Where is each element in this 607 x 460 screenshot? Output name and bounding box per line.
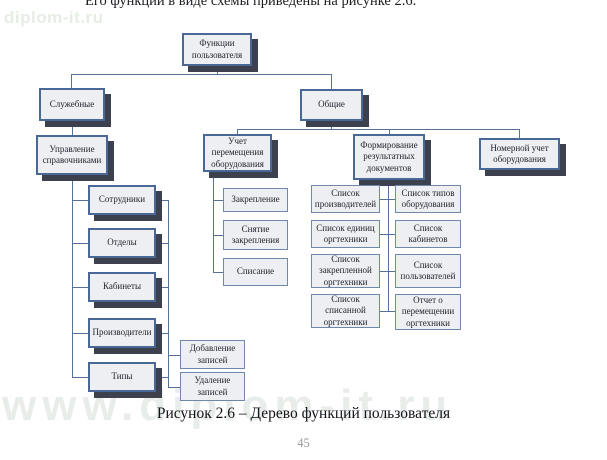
connector-line xyxy=(380,234,388,235)
node-writeoff: Списание xyxy=(223,258,288,286)
connector-line xyxy=(72,200,88,201)
connector-line xyxy=(156,243,168,244)
connector-line xyxy=(156,287,168,288)
node-result-documents-generation: Формирование результатных документов xyxy=(353,134,425,180)
connector-line xyxy=(71,74,72,88)
body-text-clipped: Его функции в виде схемы приведены на ри… xyxy=(85,0,417,9)
connector-line xyxy=(168,355,180,356)
connector-line xyxy=(213,172,214,272)
node-assigned-equipment-list: Список закрепленной оргтехники xyxy=(311,254,380,288)
connector-line xyxy=(331,74,332,89)
connector-line xyxy=(213,272,223,273)
connector-line xyxy=(237,129,519,130)
connector-line xyxy=(519,129,520,138)
node-assignment-removal: Снятие закрепления xyxy=(223,220,288,250)
node-employees: Сотрудники xyxy=(88,185,156,215)
connector-line xyxy=(217,66,218,74)
node-delete-records: Удаление записей xyxy=(180,372,245,401)
watermark-top-left: diplom-it.ru xyxy=(4,8,104,27)
node-users-list: Список пользователей xyxy=(395,254,461,288)
node-equipment-units-list: Список единиц оргтехники xyxy=(311,220,380,248)
node-user-functions: Функции пользователя xyxy=(182,33,252,66)
connector-line xyxy=(72,175,73,377)
node-departments: Отделы xyxy=(88,228,156,258)
node-service-functions: Служебные xyxy=(39,88,105,121)
node-general-functions: Общие xyxy=(300,89,363,121)
connector-line xyxy=(237,129,238,134)
connector-line xyxy=(388,180,389,311)
page-number: 45 xyxy=(297,436,310,450)
node-manufacturers: Производители xyxy=(88,318,156,348)
node-rooms-list: Список кабинетов xyxy=(395,220,461,248)
connector-line xyxy=(72,333,88,334)
connector-line xyxy=(72,243,88,244)
connector-line xyxy=(168,200,169,387)
node-types: Типы xyxy=(88,362,156,392)
connector-line xyxy=(213,235,223,236)
node-assignment: Закрепление xyxy=(223,188,288,212)
connector-line xyxy=(388,271,395,272)
connector-line xyxy=(388,199,395,200)
connector-line xyxy=(156,377,168,378)
node-directory-management: Управление справочниками xyxy=(36,135,108,175)
connector-line xyxy=(71,74,332,75)
connector-line xyxy=(380,311,388,312)
connector-line xyxy=(168,387,180,388)
node-serial-equipment-accounting: Номерной учет оборудования xyxy=(479,138,560,170)
connector-line xyxy=(380,271,388,272)
connector-line xyxy=(72,287,88,288)
connector-line xyxy=(72,377,88,378)
connector-line xyxy=(156,333,168,334)
connector-line xyxy=(72,121,73,135)
node-equipment-movement-accounting: Учет перемещения оборудования xyxy=(203,134,272,172)
connector-line xyxy=(156,200,168,201)
node-movement-report: Отчет о перемещении оргтехники xyxy=(395,294,461,330)
node-manufacturers-list: Список производителей xyxy=(311,185,380,213)
connector-line xyxy=(331,121,332,129)
node-equipment-types-list: Список типов оборудования xyxy=(395,185,461,213)
node-add-records: Добавление записей xyxy=(180,340,245,369)
node-rooms: Кабинеты xyxy=(88,272,156,302)
connector-line xyxy=(213,200,223,201)
connector-line xyxy=(389,129,390,134)
connector-line xyxy=(388,234,395,235)
node-writtenoff-equipment-list: Список списанной оргтехники xyxy=(311,294,380,328)
figure-caption: Рисунок 2.6 – Дерево функций пользовател… xyxy=(156,405,451,422)
connector-line xyxy=(388,311,395,312)
connector-line xyxy=(380,199,388,200)
